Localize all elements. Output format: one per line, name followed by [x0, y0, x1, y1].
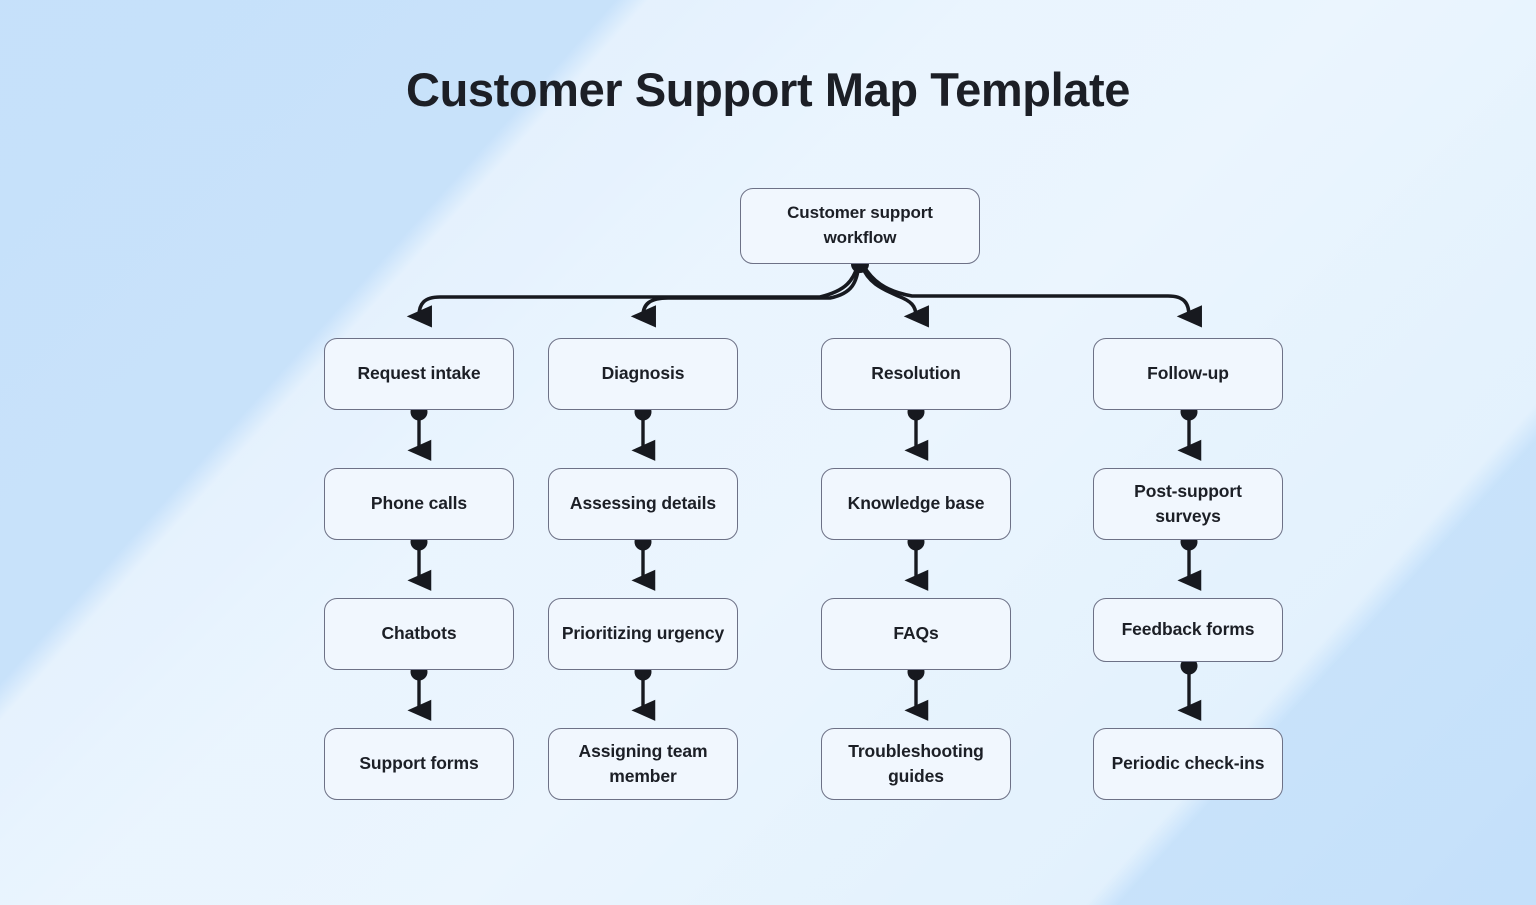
node-post-support-surveys[interactable]: Post-support surveys: [1093, 468, 1283, 540]
node-request-intake[interactable]: Request intake: [324, 338, 514, 410]
node-periodic-check-ins[interactable]: Periodic check-ins: [1093, 728, 1283, 800]
node-chatbots[interactable]: Chatbots: [324, 598, 514, 670]
node-assessing-details[interactable]: Assessing details: [548, 468, 738, 540]
edge-root-to-follow-up: [861, 263, 1202, 328]
edge-root-to-request-intake: [406, 264, 860, 328]
node-customer-support-workflow[interactable]: Customer support workflow: [740, 188, 980, 264]
node-diagnosis[interactable]: Diagnosis: [548, 338, 738, 410]
node-support-forms[interactable]: Support forms: [324, 728, 514, 800]
page-title: Customer Support Map Template: [406, 63, 1130, 116]
node-troubleshooting-guides[interactable]: Troubleshooting guides: [821, 728, 1011, 800]
edge-root-to-diagnosis: [630, 264, 861, 328]
node-resolution[interactable]: Resolution: [821, 338, 1011, 410]
node-faqs[interactable]: FAQs: [821, 598, 1011, 670]
node-knowledge-base[interactable]: Knowledge base: [821, 468, 1011, 540]
node-feedback-forms[interactable]: Feedback forms: [1093, 598, 1283, 662]
node-follow-up[interactable]: Follow-up: [1093, 338, 1283, 410]
node-phone-calls[interactable]: Phone calls: [324, 468, 514, 540]
edge-root-to-resolution: [860, 264, 929, 328]
node-prioritizing-urgency[interactable]: Prioritizing urgency: [548, 598, 738, 670]
node-assigning-team-member[interactable]: Assigning team member: [548, 728, 738, 800]
